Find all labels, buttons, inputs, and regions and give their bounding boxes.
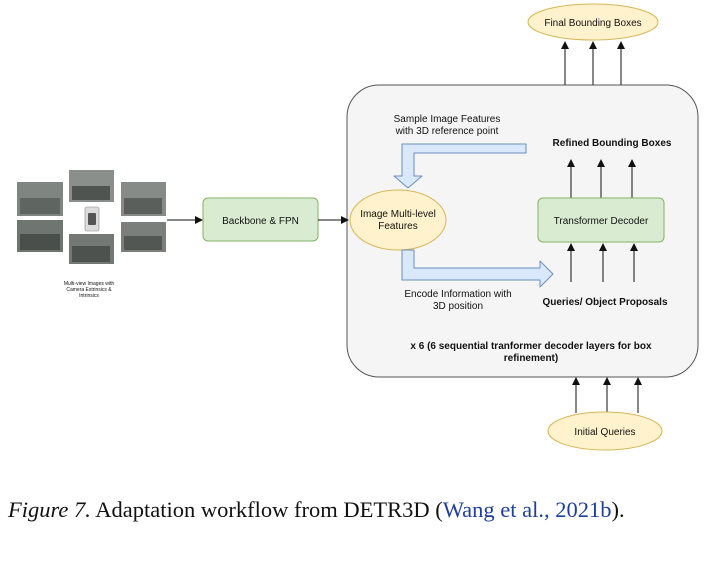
multi-view-images	[17, 170, 166, 264]
image-features-label-line-2: Features	[378, 221, 417, 232]
encode-info-label-line-1: Encode Information with	[404, 289, 511, 300]
image-features-ellipse	[349, 189, 447, 251]
backbone-fpn-label: Backbone & FPN	[222, 216, 299, 227]
repeat-note-line-1: x 6 (6 sequential tranformer decoder lay…	[410, 341, 652, 352]
final-boxes-ellipse	[527, 3, 659, 41]
decoder-layer-panel	[346, 84, 699, 378]
transformer-decoder-label: Transformer Decoder	[554, 216, 649, 227]
caption-text: Adaptation workflow from DETR3D (	[90, 497, 443, 522]
sample-features-label-line-1: Sample Image Features	[394, 114, 501, 125]
caption-citation-link[interactable]: Wang et al., 2021b	[442, 497, 612, 522]
workflow-diagram: Multi-view Images with Camera Extrinsics…	[17, 3, 699, 451]
figure-caption: Figure 7. Adaptation workflow from DETR3…	[8, 494, 714, 525]
input-label-line-2: Camera Extrinsics &	[66, 287, 112, 293]
encode-info-label-line-2: 3D position	[433, 301, 483, 312]
final-boxes-label: Final Bounding Boxes	[544, 18, 641, 29]
queries-label: Queries/ Object Proposals	[542, 297, 667, 308]
initial-queries-label: Initial Queries	[574, 427, 635, 438]
figure-label: Figure 7.	[8, 497, 91, 522]
initial-queries-ellipse	[547, 411, 663, 451]
refined-boxes-label: Refined Bounding Boxes	[553, 138, 672, 149]
input-label-line-1: Multi-view Images with	[64, 281, 115, 287]
encode-info-arrow	[401, 249, 554, 288]
sample-features-label-line-2: with 3D reference point	[395, 126, 499, 137]
repeat-note-line-2: refinement)	[504, 353, 558, 364]
caption-end: ).	[611, 497, 625, 522]
image-features-label-line-1: Image Multi-level	[360, 209, 436, 220]
transformer-decoder-box	[537, 197, 665, 243]
sample-features-arrow	[393, 143, 527, 189]
input-label-line-3: Intrinsics	[79, 293, 99, 299]
